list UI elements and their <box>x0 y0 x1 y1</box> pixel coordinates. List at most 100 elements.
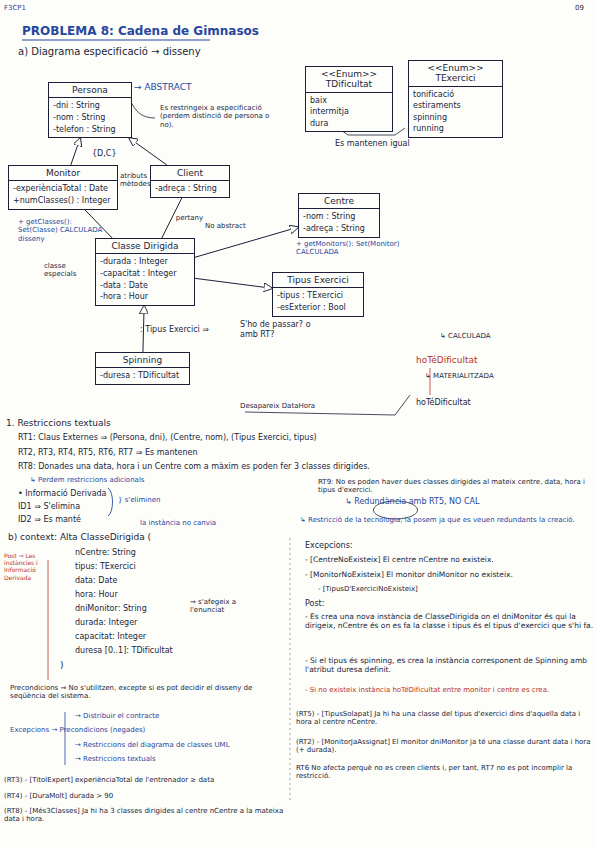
note-text: Excepcions → Precondicions (negades) <box>10 726 230 734</box>
note-text: hoTéDificultat <box>416 355 526 366</box>
leader-line <box>65 712 66 765</box>
uml-class-box: Spinning-duresa : TDificultat <box>95 352 190 385</box>
class-member: -nom : String <box>299 209 379 223</box>
class-member: -adreça : String <box>299 223 379 237</box>
note-text: a) Diagrama especificació → disseny <box>18 46 278 58</box>
association-line <box>195 227 298 257</box>
class-member: +numClasses() : Integer <box>9 195 117 209</box>
class-name: Centre <box>299 194 379 209</box>
note-text: atributs mètodes <box>120 172 150 189</box>
association-line <box>71 138 80 165</box>
note-text: RT9: No es poden haver dues classes diri… <box>318 478 588 495</box>
uml-class-box: Tipus Exercici-tipus : TExercici-esExter… <box>272 272 364 317</box>
note-text: : Tipus Exercici ⇒ <box>140 325 235 335</box>
note-text: → Restriccions del diagrama de classes U… <box>75 741 285 749</box>
class-member: -nom : String <box>49 112 131 124</box>
association-line <box>85 210 113 238</box>
note-text: ) <box>60 660 80 671</box>
note-text: + getMonitors(): Set(Monitor) CALCULADA <box>296 240 426 257</box>
note-text: RT8: Donades una data, hora i un Centre … <box>18 462 578 472</box>
note-text: b) context: Alta ClasseDirigida ( <box>8 532 278 543</box>
uml-class-box: Centre-nom : String-adreça : String <box>298 193 380 238</box>
note-text: RT1: Claus Externes ⇒ (Persona, dni), (C… <box>18 433 438 443</box>
note-text: ↳ Restricció de la tecnologia, la posem … <box>300 516 590 524</box>
note-text: 1. Restriccions textuals <box>6 418 206 429</box>
leader-line <box>130 100 155 118</box>
note-text: ↳ Redundància amb RT5, NO CAL <box>345 497 565 507</box>
note-text: Es restringeix a especificació (perdem d… <box>160 104 280 129</box>
uml-class-box: Persona-dni : String-nom : String-telefo… <box>48 82 132 138</box>
note-text: (RT5) - [TipusSolapat] Ja hi ha una clas… <box>296 710 594 727</box>
note-text: No abstract <box>205 222 265 230</box>
class-name: Tipus Exercici <box>273 273 363 288</box>
uml-class-box: <<Enum>> TExercicitonificacióestiraments… <box>408 60 503 138</box>
class-member: -adreça : String <box>151 181 229 197</box>
note-text: } s'eliminen <box>118 496 188 504</box>
note-text: - Si no existeix instància hoTéDificulta… <box>305 686 593 694</box>
note-text: Post: <box>305 599 365 609</box>
class-member: -dni : String <box>49 98 131 112</box>
class-name: <<Enum>> TExercici <box>409 61 502 87</box>
note-text: hoTéDificultat <box>416 398 526 408</box>
class-name: Classe Dirigida <box>96 239 194 254</box>
note-text: S'ho de passar? o amb RT? <box>240 320 330 339</box>
note-text: (RT4) - [DuraMolt] durada > 90 <box>4 792 204 800</box>
uml-class-box: <<Enum>> TDificultatbaixintermitjadura <box>305 66 393 132</box>
note-text: dniMonitor: String <box>75 604 275 614</box>
note-text: Es mantenen igual <box>335 139 455 149</box>
class-member: baix <box>306 93 392 107</box>
note-text: Precondicions ⇒ No s'utilitzen, excepte … <box>10 684 285 701</box>
class-member: -esExterior : Bool <box>273 302 363 316</box>
note-text: la instància no canvia <box>140 519 270 527</box>
class-member: -telefon : String <box>49 124 131 138</box>
note-text: + getClasses(): Set(Classe) CALCULADA di… <box>18 218 113 243</box>
page-title: PROBLEMA 8: Cadena de Gimnasos <box>22 24 259 38</box>
brace <box>108 488 113 516</box>
note-text: (RT8) - [Més3Classes] Ja hi ha 3 classes… <box>4 807 289 824</box>
class-name: <<Enum>> TDificultat <box>306 67 392 93</box>
note-text: → Restriccions textuals <box>75 755 235 763</box>
note-text: duresa [0..1]: TDificultat <box>75 646 275 656</box>
note-text: Excepcions: <box>305 541 405 551</box>
uml-class-box: Monitor-experiènciaTotal : Date+numClass… <box>8 165 118 210</box>
class-member: -durada : Integer <box>96 254 194 268</box>
class-member: running <box>409 123 502 137</box>
note-text: RT2, RT3, RT4, RT5, RT6, RT7 ⇒ Es manten… <box>18 448 318 458</box>
title-underline <box>22 40 210 41</box>
class-member: spinning <box>409 112 502 124</box>
note-text: {D,C} <box>92 149 132 159</box>
note-text: ↳ Perdem restriccions adicionals <box>30 476 230 484</box>
note-text: hora: Hour <box>75 590 275 600</box>
association-line <box>195 278 272 288</box>
note-text: classe especials <box>44 262 92 279</box>
association-line <box>143 306 144 352</box>
note-text: ↳ MATERIALITZADA <box>425 372 555 380</box>
note-text: capacitat: Integer <box>75 632 275 642</box>
note-text: ID2 ⇒ Es manté <box>18 515 128 525</box>
class-member: -experiènciaTotal : Date <box>9 181 117 195</box>
note-text: ID1 ⇒ S'elimina <box>18 502 128 512</box>
note-text: Post ⇒ Les instàncies i Informació Deriv… <box>4 552 46 581</box>
note-text: Desapareix DataHora <box>240 402 360 410</box>
uml-class-box: Client-adreça : String <box>150 165 230 198</box>
class-member: -tipus : TExercici <box>273 288 363 302</box>
note-text: data: Date <box>75 576 275 586</box>
class-member: -data : Date <box>96 280 194 292</box>
note-text: - Es crea una nova instància de ClasseDi… <box>305 612 593 630</box>
class-member: dura <box>306 118 392 132</box>
class-member: -duresa : TDificultat <box>96 368 189 384</box>
note-text: tipus: TExercici <box>75 562 275 572</box>
note-text: (RT2) - [MonitorJaAssignat] El monitor d… <box>296 738 594 755</box>
association-line <box>129 138 167 165</box>
class-member: -hora : Hour <box>96 291 194 305</box>
class-member: -capacitat : Integer <box>96 268 194 280</box>
note-text: nCentre: String <box>75 548 275 558</box>
class-member: tonificació <box>409 87 502 101</box>
class-name: Spinning <box>96 353 189 368</box>
note-text: - [TipusD'ExerciciNoExisteix] <box>318 585 518 593</box>
class-member: intermitja <box>306 106 392 118</box>
column-divider <box>290 538 291 800</box>
uml-class-box: Classe Dirigida-durada : Integer-capacit… <box>95 238 195 306</box>
note-text: durada: Integer <box>75 618 275 628</box>
